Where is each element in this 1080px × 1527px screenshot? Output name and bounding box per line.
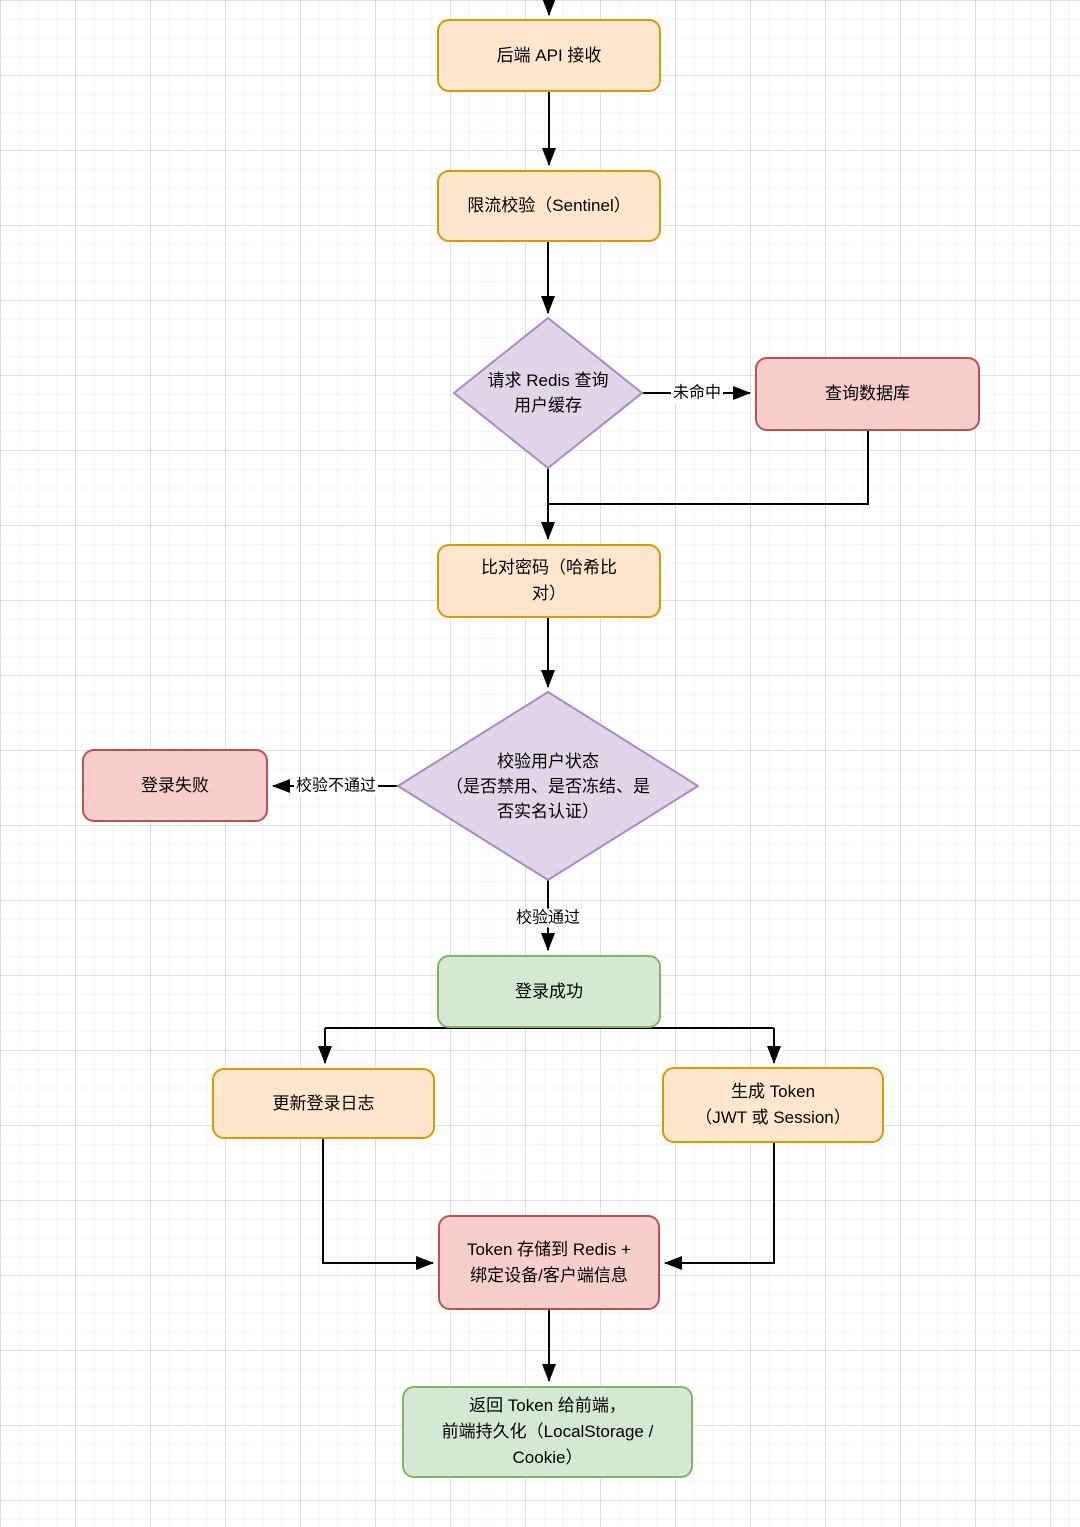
node-query-db-label: 查询数据库: [825, 384, 910, 403]
node-rate-limit: 限流校验（Sentinel）: [437, 170, 661, 242]
node-backend-api-label: 后端 API 接收: [496, 45, 602, 65]
node-backend-api: 后端 API 接收: [437, 19, 661, 92]
edge-db-merge: [549, 431, 869, 505]
node-login-fail-label: 登录失败: [141, 775, 209, 795]
node-return-token-label: 返回 Token 给前端， 前端持久化（LocalStorage / Cooki…: [441, 1396, 654, 1467]
node-login-success: 登录成功: [437, 955, 661, 1028]
node-redis-lookup-label: 请求 Redis 查询 用户缓存: [487, 371, 609, 415]
node-check-status-label: 校验用户状态 （是否禁用、是否冻结、是 否实名认证）: [446, 751, 650, 821]
node-store-token: Token 存储到 Redis + 绑定设备/客户端信息: [438, 1215, 660, 1310]
node-generate-token: 生成 Token （JWT 或 Session）: [662, 1067, 884, 1143]
node-compare-password-label: 比对密码（哈希比 对）: [481, 558, 617, 603]
edge-token-to-store: [664, 1140, 775, 1270]
decision-diamond-user-status: [396, 690, 700, 882]
node-compare-password: 比对密码（哈希比 对）: [437, 544, 661, 618]
node-return-token: 返回 Token 给前端， 前端持久化（LocalStorage / Cooki…: [402, 1386, 693, 1478]
node-rate-limit-label: 限流校验（Sentinel）: [467, 196, 631, 215]
edge-label-check-fail: 校验不通过: [293, 776, 379, 796]
node-login-success-label: 登录成功: [515, 981, 583, 1001]
node-generate-token-label: 生成 Token （JWT 或 Session）: [695, 1082, 851, 1127]
edge-label-cache-miss: 未命中: [670, 383, 724, 403]
node-login-fail: 登录失败: [82, 749, 268, 822]
node-query-db: 查询数据库: [755, 357, 980, 431]
node-update-log-label: 更新登录日志: [272, 1093, 375, 1113]
node-update-log: 更新登录日志: [212, 1068, 435, 1139]
node-store-token-label: Token 存储到 Redis + 绑定设备/客户端信息: [467, 1239, 631, 1285]
edge-log-to-store: [322, 1139, 434, 1270]
decision-diamond-redis-cache: [452, 316, 644, 470]
edge-label-check-pass: 校验通过: [513, 908, 583, 928]
